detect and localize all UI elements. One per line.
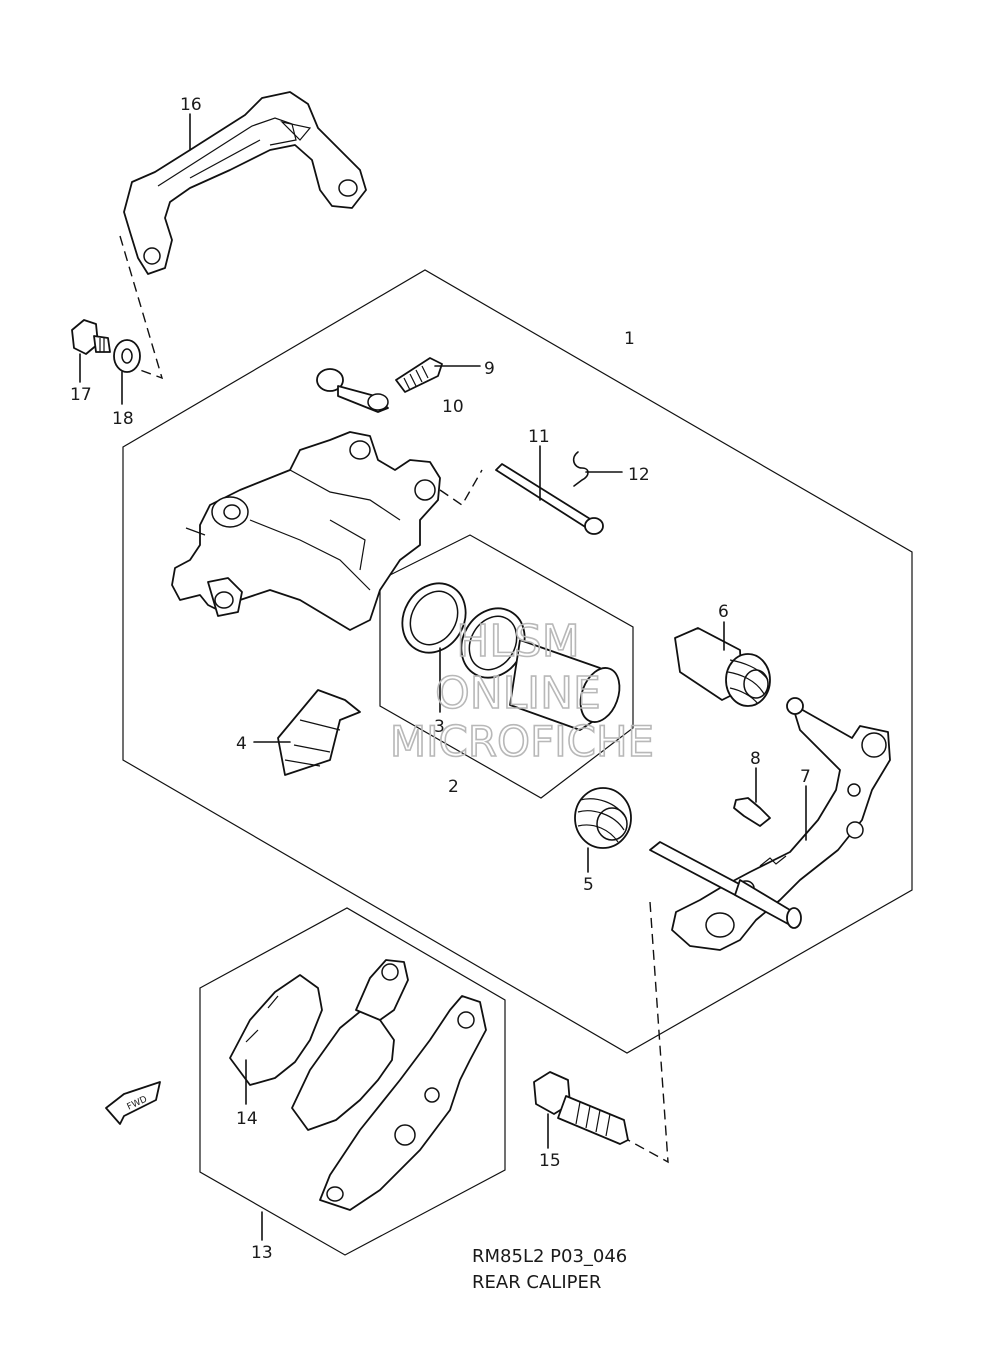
pin-clip-12 [572, 451, 589, 487]
callout-9: 9 [484, 359, 495, 379]
callout-14: 14 [236, 1109, 258, 1129]
callout-5: 5 [583, 875, 594, 895]
callout-11: 11 [528, 427, 550, 447]
callout-18: 18 [112, 409, 134, 429]
callout-16: 16 [180, 95, 202, 115]
watermark: HLSM ONLINE MICROFICHE [389, 615, 655, 767]
slide-pin-6 [674, 627, 771, 707]
boot-5 [574, 787, 632, 849]
callout-1: 1 [624, 329, 635, 349]
callout-4: 4 [236, 734, 247, 754]
watermark-line-3: MICROFICHE [390, 717, 654, 766]
piston-seal-3 [401, 582, 526, 679]
washer-18 [113, 339, 141, 373]
brake-pad-13-inner [291, 959, 409, 1131]
callout-labels: 1 2 3 4 5 6 7 8 9 10 11 12 13 14 15 16 1… [70, 95, 811, 1263]
callout-8: 8 [750, 749, 761, 769]
retainer-8 [733, 797, 771, 827]
caption: RM85L2 P03_046 REAR CALIPER [472, 1246, 627, 1293]
callout-7: 7 [800, 767, 811, 787]
fwd-arrow-icon: FWD [105, 1081, 161, 1125]
kit-2-outline [379, 534, 634, 799]
callout-10: 10 [442, 397, 464, 417]
bleeder-cap-10 [316, 368, 389, 413]
diagram-title: REAR CALIPER [472, 1272, 601, 1293]
brake-pad-14 [229, 974, 323, 1086]
callout-17: 17 [70, 385, 92, 405]
watermark-line-1: HLSM [456, 616, 580, 667]
caliper-link-dashed [439, 469, 483, 507]
bracket-link-dashed [119, 235, 164, 380]
callout-12: 12 [628, 465, 650, 485]
holder-link-dashed [627, 901, 669, 1164]
bleeder-valve-9 [395, 357, 443, 393]
callout-15: 15 [539, 1151, 561, 1171]
diagram-code: RM85L2 P03_046 [472, 1246, 627, 1267]
bolt-15 [533, 1071, 629, 1145]
pad-spring-4 [277, 689, 361, 776]
pad-pin-11 [495, 463, 604, 535]
brake-pad-13-outer [319, 995, 487, 1211]
caliper-holder-7 [649, 697, 891, 951]
callout-6: 6 [718, 602, 729, 622]
callout-2: 2 [448, 777, 459, 797]
piston [509, 639, 621, 731]
assembly-1-outline [122, 269, 913, 1054]
bracket-16 [123, 91, 367, 275]
bolt-17 [71, 319, 111, 355]
watermark-line-2: ONLINE [435, 668, 601, 719]
callout-3: 3 [434, 717, 445, 737]
leader-lines [79, 113, 807, 1241]
callout-13: 13 [251, 1243, 273, 1263]
caliper-body [171, 431, 441, 631]
kit-13-outline [199, 907, 506, 1256]
